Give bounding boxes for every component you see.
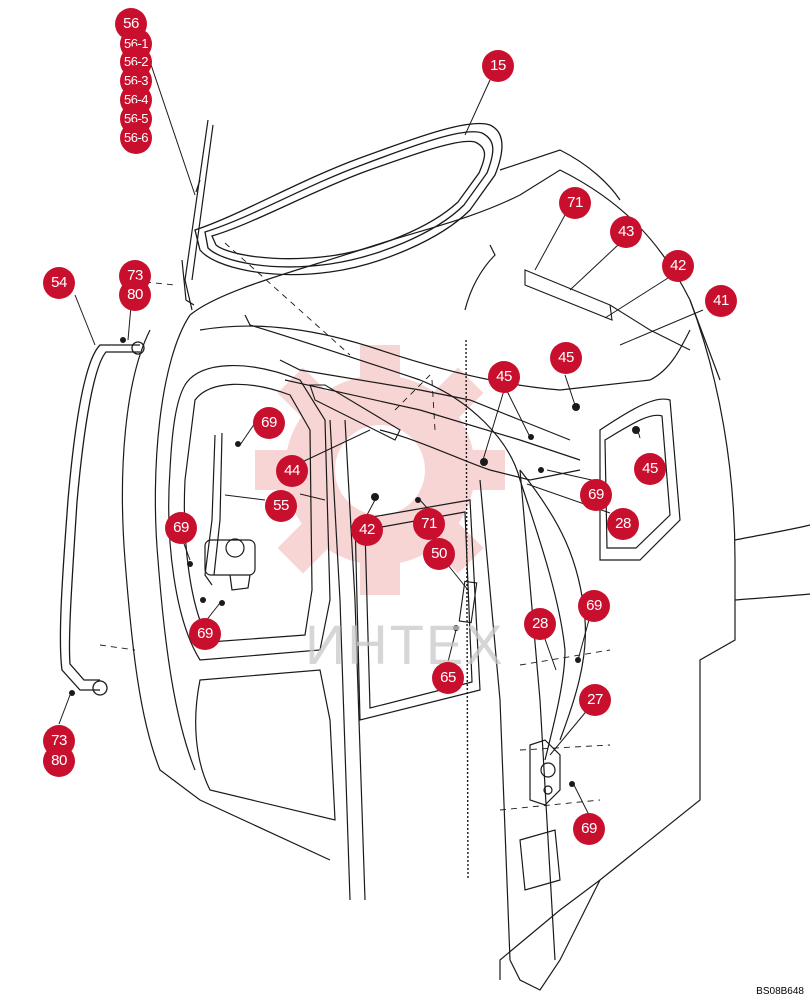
callout-42[interactable]: 42 (662, 250, 694, 282)
callout-45[interactable]: 45 (488, 361, 520, 393)
fastener-dots (69, 337, 640, 787)
callout-55[interactable]: 55 (265, 490, 297, 522)
wiring-cables (244, 244, 587, 761)
callout-45[interactable]: 45 (634, 453, 666, 485)
callout-69[interactable]: 69 (580, 479, 612, 511)
callout-45[interactable]: 45 (550, 342, 582, 374)
trim-strip (524, 269, 691, 351)
callout-69[interactable]: 69 (573, 813, 605, 845)
callout-27[interactable]: 27 (579, 684, 611, 716)
callout-71[interactable]: 71 (413, 508, 445, 540)
callout-69[interactable]: 69 (165, 512, 197, 544)
callout-69[interactable]: 69 (189, 618, 221, 650)
callout-28[interactable]: 28 (607, 508, 639, 540)
callout-50[interactable]: 50 (423, 538, 455, 570)
callout-28[interactable]: 28 (524, 608, 556, 640)
callout-15[interactable]: 15 (482, 50, 514, 82)
wiper-blade (181, 119, 214, 311)
door-latch (529, 739, 561, 806)
assembly-guide-lines (99, 242, 611, 811)
callout-80[interactable]: 80 (43, 745, 75, 777)
callout-65[interactable]: 65 (432, 662, 464, 694)
antenna-rod (465, 339, 469, 881)
callout-41[interactable]: 41 (705, 285, 737, 317)
support-plate (309, 384, 401, 441)
callout-42[interactable]: 42 (351, 514, 383, 546)
callout-80[interactable]: 80 (119, 279, 151, 311)
cab-frame-outline (121, 149, 811, 991)
inner-handle (458, 580, 478, 624)
drawing-code: BS08B648 (756, 986, 804, 997)
handrail (59, 341, 145, 696)
callout-56-6[interactable]: 56-6 (120, 122, 152, 154)
roof-window-seal (194, 122, 503, 276)
callout-69[interactable]: 69 (253, 407, 285, 439)
callout-71[interactable]: 71 (559, 187, 591, 219)
callout-69[interactable]: 69 (578, 590, 610, 622)
callout-44[interactable]: 44 (276, 455, 308, 487)
callout-43[interactable]: 43 (610, 216, 642, 248)
callout-54[interactable]: 54 (43, 267, 75, 299)
wiper-motor-assembly (204, 432, 256, 591)
watermark-text: ИНТЕХ (305, 613, 505, 676)
